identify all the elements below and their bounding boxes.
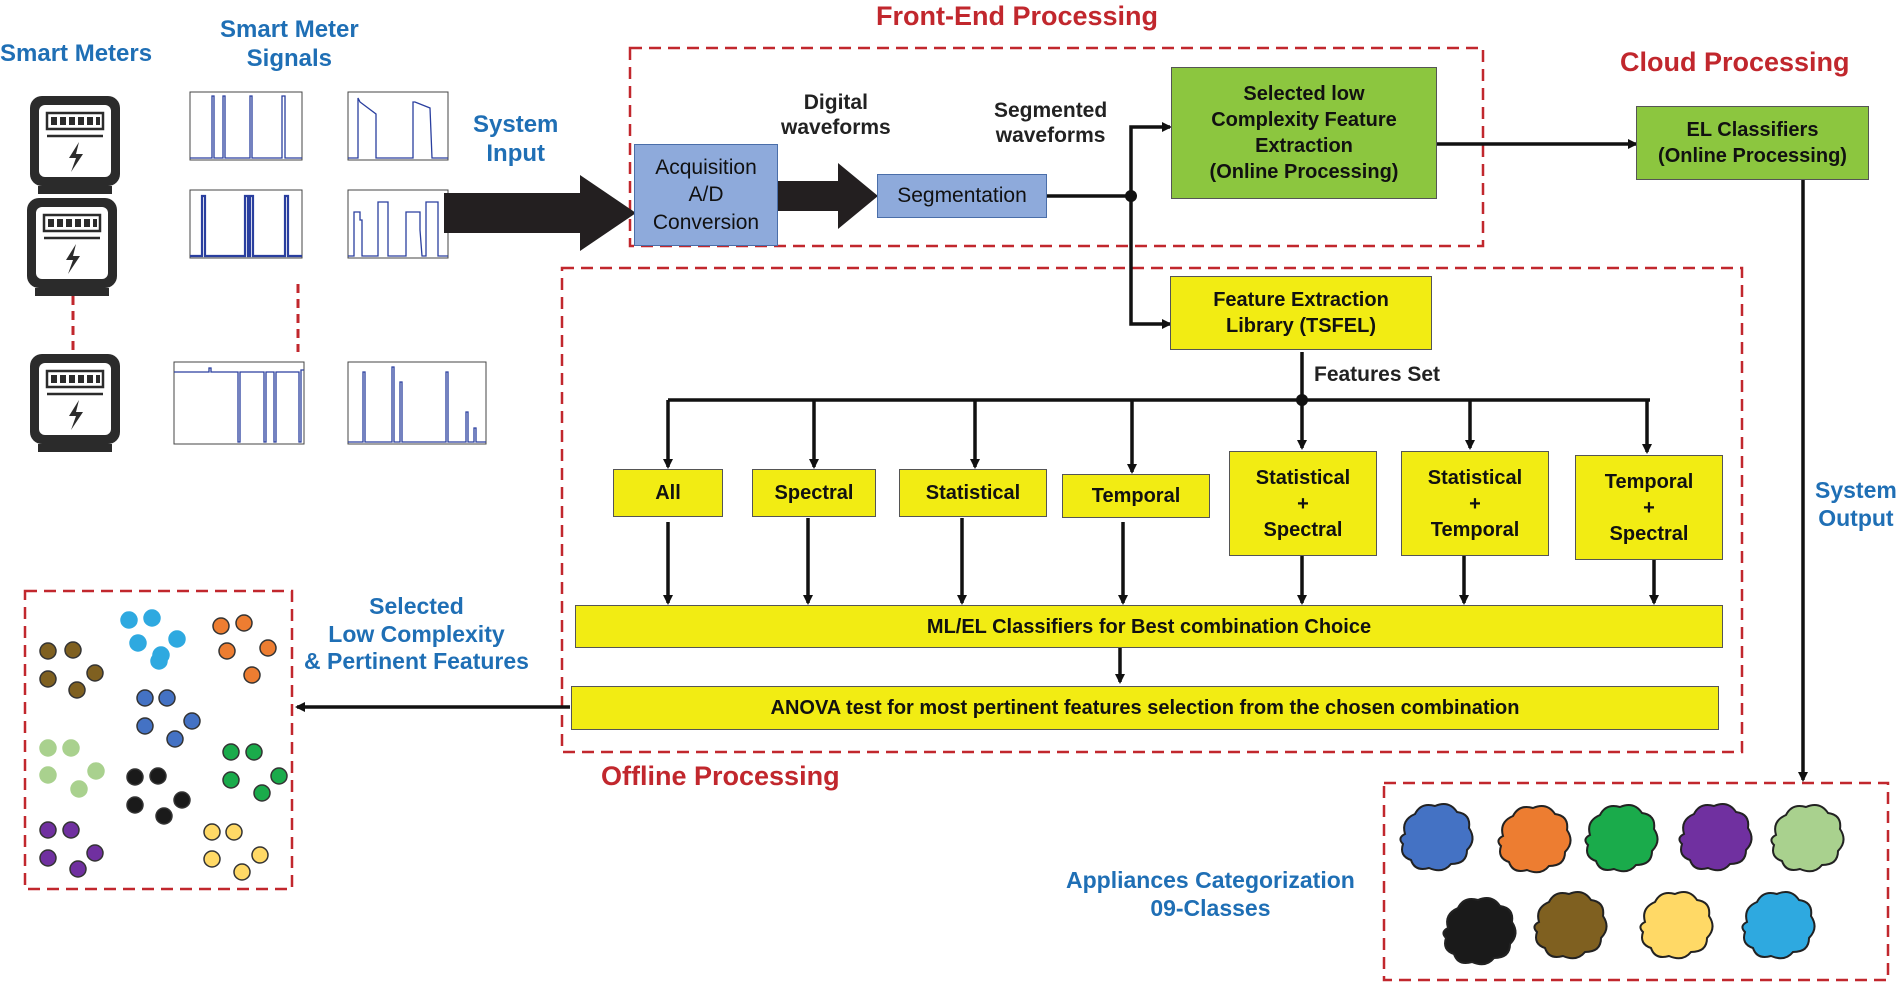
junction-to-selected-extraction [1129, 122, 1172, 196]
selected-feature-extraction-box: Selected low Complexity Feature Extracti… [1171, 67, 1437, 199]
system-input-arrow [444, 175, 636, 251]
class-blob [1678, 803, 1753, 872]
appliance-class-blobs [1399, 803, 1845, 966]
smart-meter-signals-label: Smart Meter Signals [220, 16, 359, 72]
class-blob [1770, 804, 1845, 873]
anova-test-box: ANOVA test for most pertinent features s… [571, 686, 1719, 730]
class-blob [1533, 891, 1608, 960]
feature-group-spectral: Spectral [752, 469, 876, 517]
appliances-frame [1382, 781, 1890, 982]
signal-plot [189, 189, 303, 259]
offline-processing-title: Offline Processing [601, 761, 840, 791]
front-end-processing-title: Front-End Processing [876, 1, 1159, 31]
selected-features-label: Selected Low Complexity & Pertinent Feat… [304, 593, 529, 675]
feature-group-statistical-temporal: Statistical + Temporal [1401, 451, 1549, 556]
class-blob [1741, 891, 1816, 960]
segmentation-box: Segmentation [877, 174, 1047, 218]
segmented-waveforms-label: Segmented waveforms [994, 99, 1108, 148]
front-end-frame [628, 46, 1485, 248]
signal-plot [347, 361, 487, 445]
feature-group-statistical-spectral: Statistical + Spectral [1229, 451, 1377, 556]
offline-frame [560, 266, 1744, 754]
feature-clusters [39, 609, 288, 881]
signal-plot [189, 91, 303, 161]
smart-meter-icon [30, 354, 120, 452]
tsfel-box: Feature Extraction Library (TSFEL) [1170, 276, 1432, 350]
cloud-processing-title: Cloud Processing [1620, 47, 1850, 77]
classifiers-combination-box: ML/EL Classifiers for Best combination C… [575, 605, 1723, 648]
class-blob [1399, 803, 1474, 872]
feature-group-all: All [613, 469, 723, 517]
feature-group-temporal: Temporal [1062, 474, 1210, 518]
smart-meter-icon [30, 96, 120, 194]
signal-plot [347, 91, 449, 161]
el-classifiers-box: EL Classifiers (Online Processing) [1636, 106, 1869, 180]
class-blob [1639, 891, 1714, 960]
digital-waveform-arrow [778, 163, 878, 229]
signal-plot [347, 189, 449, 259]
signal-plot [173, 361, 305, 445]
selected-features-frame [23, 589, 294, 891]
features-bus-dot [1296, 394, 1308, 406]
class-blob [1584, 804, 1659, 873]
acquisition-box: Acquisition A/D Conversion [634, 144, 778, 246]
class-blob [1442, 897, 1517, 966]
system-input-label: System Input [473, 111, 559, 167]
system-output-label: System Output [1815, 477, 1897, 531]
feature-group-statistical: Statistical [899, 469, 1047, 517]
appliances-categorization-label: Appliances Categorization 09-Classes [1066, 867, 1355, 921]
class-blob [1497, 805, 1572, 874]
junction-to-tsfel [1129, 196, 1172, 329]
smart-meters-label: Smart Meters [0, 40, 153, 67]
junction-dot [1125, 190, 1137, 202]
features-set-label: Features Set [1314, 363, 1441, 386]
smart-meter-icon [27, 198, 117, 296]
digital-waveforms-label: Digital waveforms [781, 91, 891, 140]
feature-group-temporal-spectral: Temporal + Spectral [1575, 455, 1723, 560]
